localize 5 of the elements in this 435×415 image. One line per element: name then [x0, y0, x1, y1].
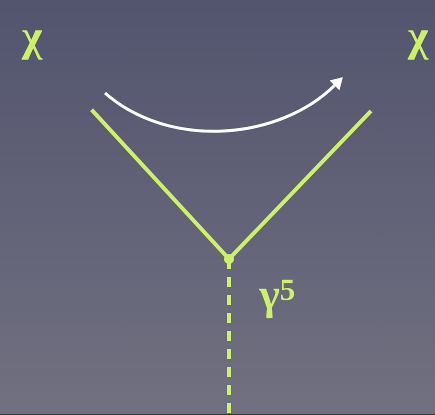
- fermion-line: [228, 110, 372, 260]
- particle-label: χ: [22, 30, 43, 60]
- dashed-line: [227, 259, 231, 415]
- vertex-label: γ$^{5}$: [258, 280, 294, 318]
- particle-label: χ: [408, 30, 429, 60]
